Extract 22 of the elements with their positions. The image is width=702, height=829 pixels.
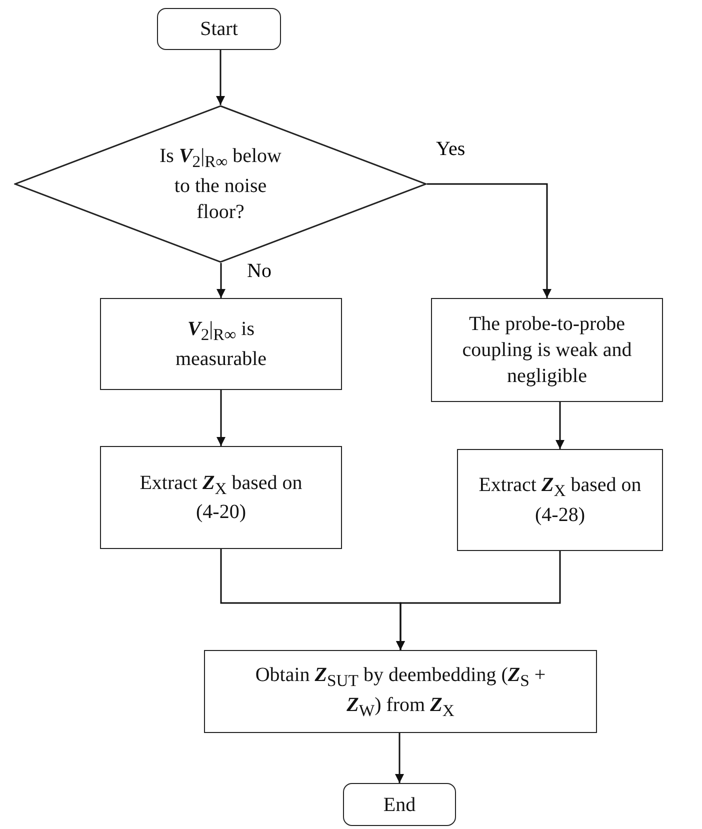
node-text: End [383,792,416,818]
arrow [396,551,561,650]
arrow [216,50,225,105]
node-text: The probe-to-probe coupling is weak and negligible [461,312,633,389]
process-box [431,298,663,402]
arrow [427,183,552,298]
node-text: Is V$_{2}$|$_{R∞}$ below to the noise floor? [158,144,282,225]
process-box [100,446,342,549]
node-text: Start [200,17,238,42]
process-box [204,650,597,733]
process-box [100,298,342,390]
terminal-box [343,783,456,826]
arrow [395,733,404,783]
arrow [216,263,226,298]
node-text: V$_{2}$|$_{R∞}$ is measurable [174,317,268,372]
terminal-box [157,8,281,50]
node-text: Extract Z$_{X}$ based on (4-20) [138,470,304,526]
node-text: Extract Z$_{X}$ based on (4-28) [478,473,642,528]
arrow [216,390,226,446]
process-box [457,449,663,551]
arrow [556,402,564,449]
node-text: Obtain Z$_{SUT}$ by deembedding (Z$_{S}$ + Z$_{W}$) from Z$_{X}$ [254,662,547,722]
